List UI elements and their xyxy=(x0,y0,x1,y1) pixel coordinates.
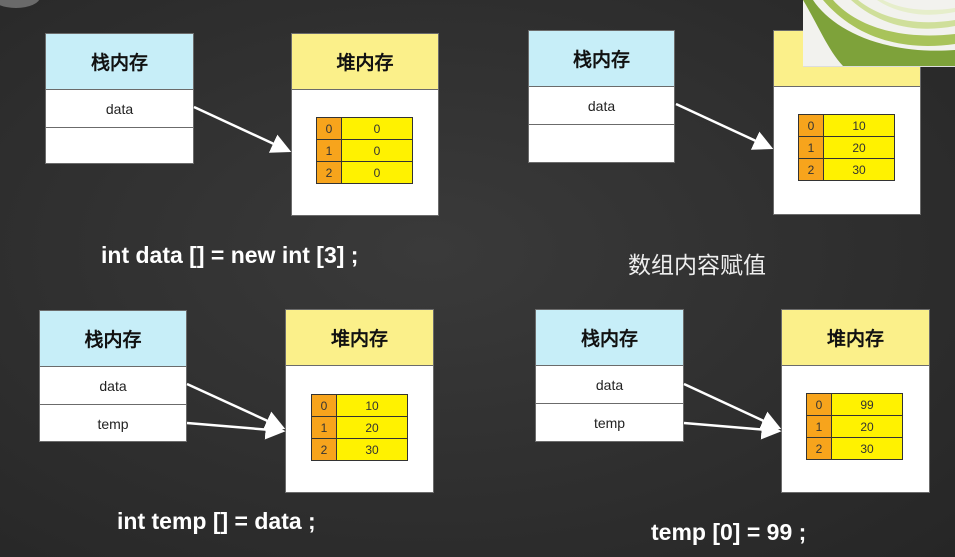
stack-memory-box-3: 栈内存 data temp xyxy=(39,310,187,442)
array-index: 0 xyxy=(798,114,824,137)
stack-memory-title: 栈内存 xyxy=(46,34,193,90)
array-value: 10 xyxy=(823,114,895,137)
caption-4: temp [0] = 99 ; xyxy=(651,519,807,545)
heap-memory-box-3: 堆内存 xyxy=(285,309,434,493)
stack-var-data: data xyxy=(40,367,186,405)
stack-memory-box-2: 栈内存 data xyxy=(528,30,675,163)
array-index: 0 xyxy=(311,394,337,417)
array-index: 0 xyxy=(316,117,342,140)
array-index: 2 xyxy=(798,158,824,181)
caption-3: int temp [] = data ; xyxy=(117,508,316,534)
stack-memory-title: 栈内存 xyxy=(529,31,674,87)
stack-var-data: data xyxy=(46,90,193,128)
stack-memory-box-4: 栈内存 data temp xyxy=(535,309,684,442)
caption-2: 数组内容赋值 xyxy=(628,253,766,279)
array-index: 2 xyxy=(311,438,337,461)
array-value: 20 xyxy=(831,415,903,438)
array-value: 0 xyxy=(341,139,413,162)
array-value: 0 xyxy=(341,117,413,140)
array-value: 30 xyxy=(831,437,903,460)
stack-var-data: data xyxy=(536,366,683,404)
array-value: 0 xyxy=(341,161,413,184)
array-index: 0 xyxy=(806,393,832,416)
corner-logo xyxy=(803,0,955,67)
array-index: 2 xyxy=(316,161,342,184)
swirl-logo-icon xyxy=(803,0,955,66)
stack-var-data: data xyxy=(529,87,674,125)
arrow-data-to-heap-4 xyxy=(683,382,782,430)
array-value: 30 xyxy=(336,438,408,461)
arrow-temp-to-heap-3 xyxy=(186,419,286,440)
arrow-temp-to-heap-4 xyxy=(683,419,782,440)
heap-memory-title: 堆内存 xyxy=(292,34,438,90)
array-value: 20 xyxy=(336,416,408,439)
heap-memory-title: 堆内存 xyxy=(286,310,433,366)
stack-var-temp: temp xyxy=(593,415,626,431)
array-index: 1 xyxy=(798,136,824,159)
caption-1: int data [] = new int [3] ; xyxy=(101,242,359,268)
decorative-shape xyxy=(0,0,40,8)
stack-memory-title: 栈内存 xyxy=(536,310,683,366)
stack-memory-box-1: 栈内存 data xyxy=(45,33,194,164)
stack-var-temp: temp xyxy=(97,416,129,432)
array-value: 10 xyxy=(336,394,408,417)
arrow-data-to-heap-2 xyxy=(675,102,774,150)
array-index: 1 xyxy=(806,415,832,438)
heap-memory-title: 堆内存 xyxy=(782,310,929,366)
arrow-data-to-heap-3 xyxy=(186,382,286,430)
array-value: 99 xyxy=(831,393,903,416)
array-value: 30 xyxy=(823,158,895,181)
stack-memory-title: 栈内存 xyxy=(40,311,186,367)
arrow-data-to-heap-1 xyxy=(193,105,292,153)
